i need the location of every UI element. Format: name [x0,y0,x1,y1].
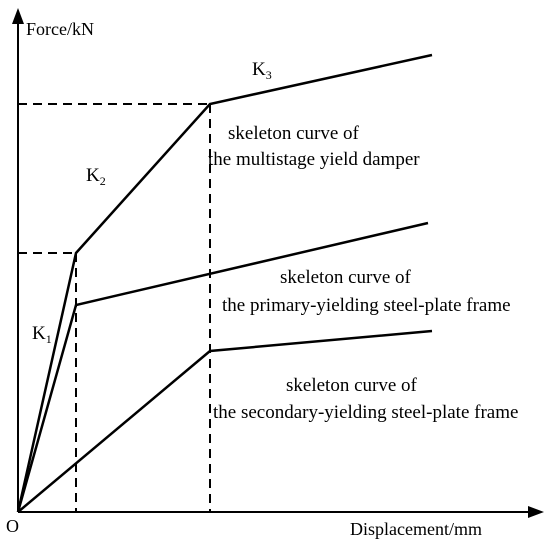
k3-label: K3 [252,60,272,81]
origin-label: O [6,516,19,536]
secondary-curve-label-line2: the secondary-yielding steel-plate frame [213,402,519,423]
y-axis-label: Force/kN [26,19,94,39]
primary-frame-curve [16,221,429,513]
damper-curve [16,53,433,513]
secondary-frame-curve [17,329,433,513]
primary-curve-label-line2: the primary-yielding steel-plate frame [222,295,511,316]
damper-curve-label-line2: the multistage yield damper [208,149,420,170]
k3-subscript: 3 [265,68,272,82]
x-axis-arrow [528,506,544,518]
k1-letter: K [32,323,46,344]
y-axis-arrow [12,8,24,24]
k2-label: K2 [86,166,106,187]
k1-subscript: 1 [45,332,52,346]
primary-curve-label-line1: skeleton curve of [280,267,411,288]
x-axis-label: Displacement/mm [350,519,482,539]
k2-letter: K [86,165,100,186]
k2-subscript: 2 [99,174,106,188]
k3-letter: K [252,59,266,80]
damper-curve-label-line1: skeleton curve of [228,123,359,144]
secondary-curve-label-line1: skeleton curve of [286,375,417,396]
k1-label: K1 [32,324,52,345]
